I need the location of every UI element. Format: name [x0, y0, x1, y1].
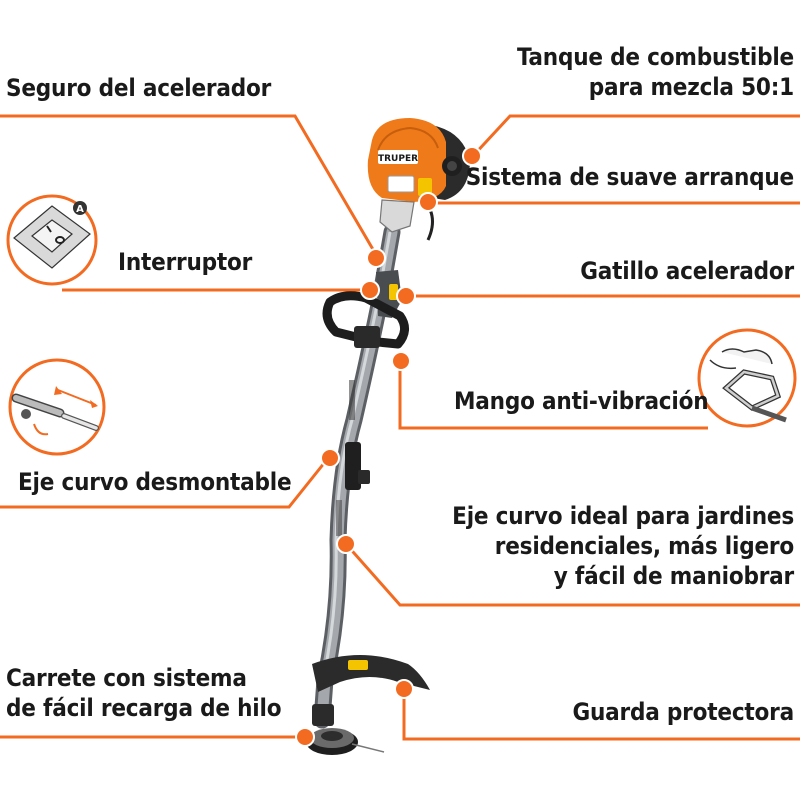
label-eje-ideal-line-1: Eje curvo ideal para jardines — [452, 502, 794, 530]
inset-switch: A — [6, 194, 98, 286]
label-mango-antivibracion: Mango anti-vibración — [454, 387, 709, 415]
label-eje-ideal-line-3: y fácil de maniobrar — [553, 562, 794, 590]
inset-handle — [697, 328, 797, 428]
inset-detachable-shaft — [8, 358, 106, 456]
label-carrete-line-1: Carrete con sistema — [6, 664, 247, 692]
label-carrete-line-2: de fácil recarga de hilo — [6, 694, 282, 722]
product-trimmer: TRUPER — [306, 118, 470, 755]
label-guarda-protectora: Guarda protectora — [572, 698, 794, 726]
label-eje-ideal: Eje curvo ideal para jardines residencia… — [452, 501, 794, 591]
handle — [322, 291, 409, 349]
label-eje-desmontable: Eje curvo desmontable — [18, 468, 292, 496]
label-seguro-acelerador: Seguro del acelerador — [6, 74, 272, 102]
leader-tanque — [470, 114, 800, 159]
leader-lines — [0, 114, 800, 741]
leader-seguro — [0, 114, 380, 259]
label-tanque-combustible: Tanque de combustible para mezcla 50:1 — [517, 42, 794, 102]
callout-dots — [295, 146, 482, 747]
label-interruptor: Interruptor — [118, 248, 253, 276]
engine: TRUPER — [367, 118, 470, 241]
leader-mango — [398, 362, 708, 430]
label-tanque-line-2: para mezcla 50:1 — [588, 73, 794, 101]
leader-guarda — [402, 689, 800, 741]
switch-badge: A — [76, 204, 84, 215]
label-sistema-arranque: Sistema de suave arranque — [465, 163, 794, 191]
leader-eje-ideal — [344, 543, 800, 607]
label-carrete: Carrete con sistema de fácil recarga de … — [6, 663, 282, 723]
label-tanque-line-1: Tanque de combustible — [516, 43, 794, 71]
leader-eje-desmontable — [0, 456, 331, 509]
trimmer-spool — [306, 704, 385, 755]
label-eje-ideal-line-2: residenciales, más ligero — [494, 532, 794, 560]
label-gatillo-acelerador: Gatillo acelerador — [580, 257, 794, 285]
brand-logo: TRUPER — [378, 154, 418, 164]
trimmer-guard — [312, 655, 430, 692]
